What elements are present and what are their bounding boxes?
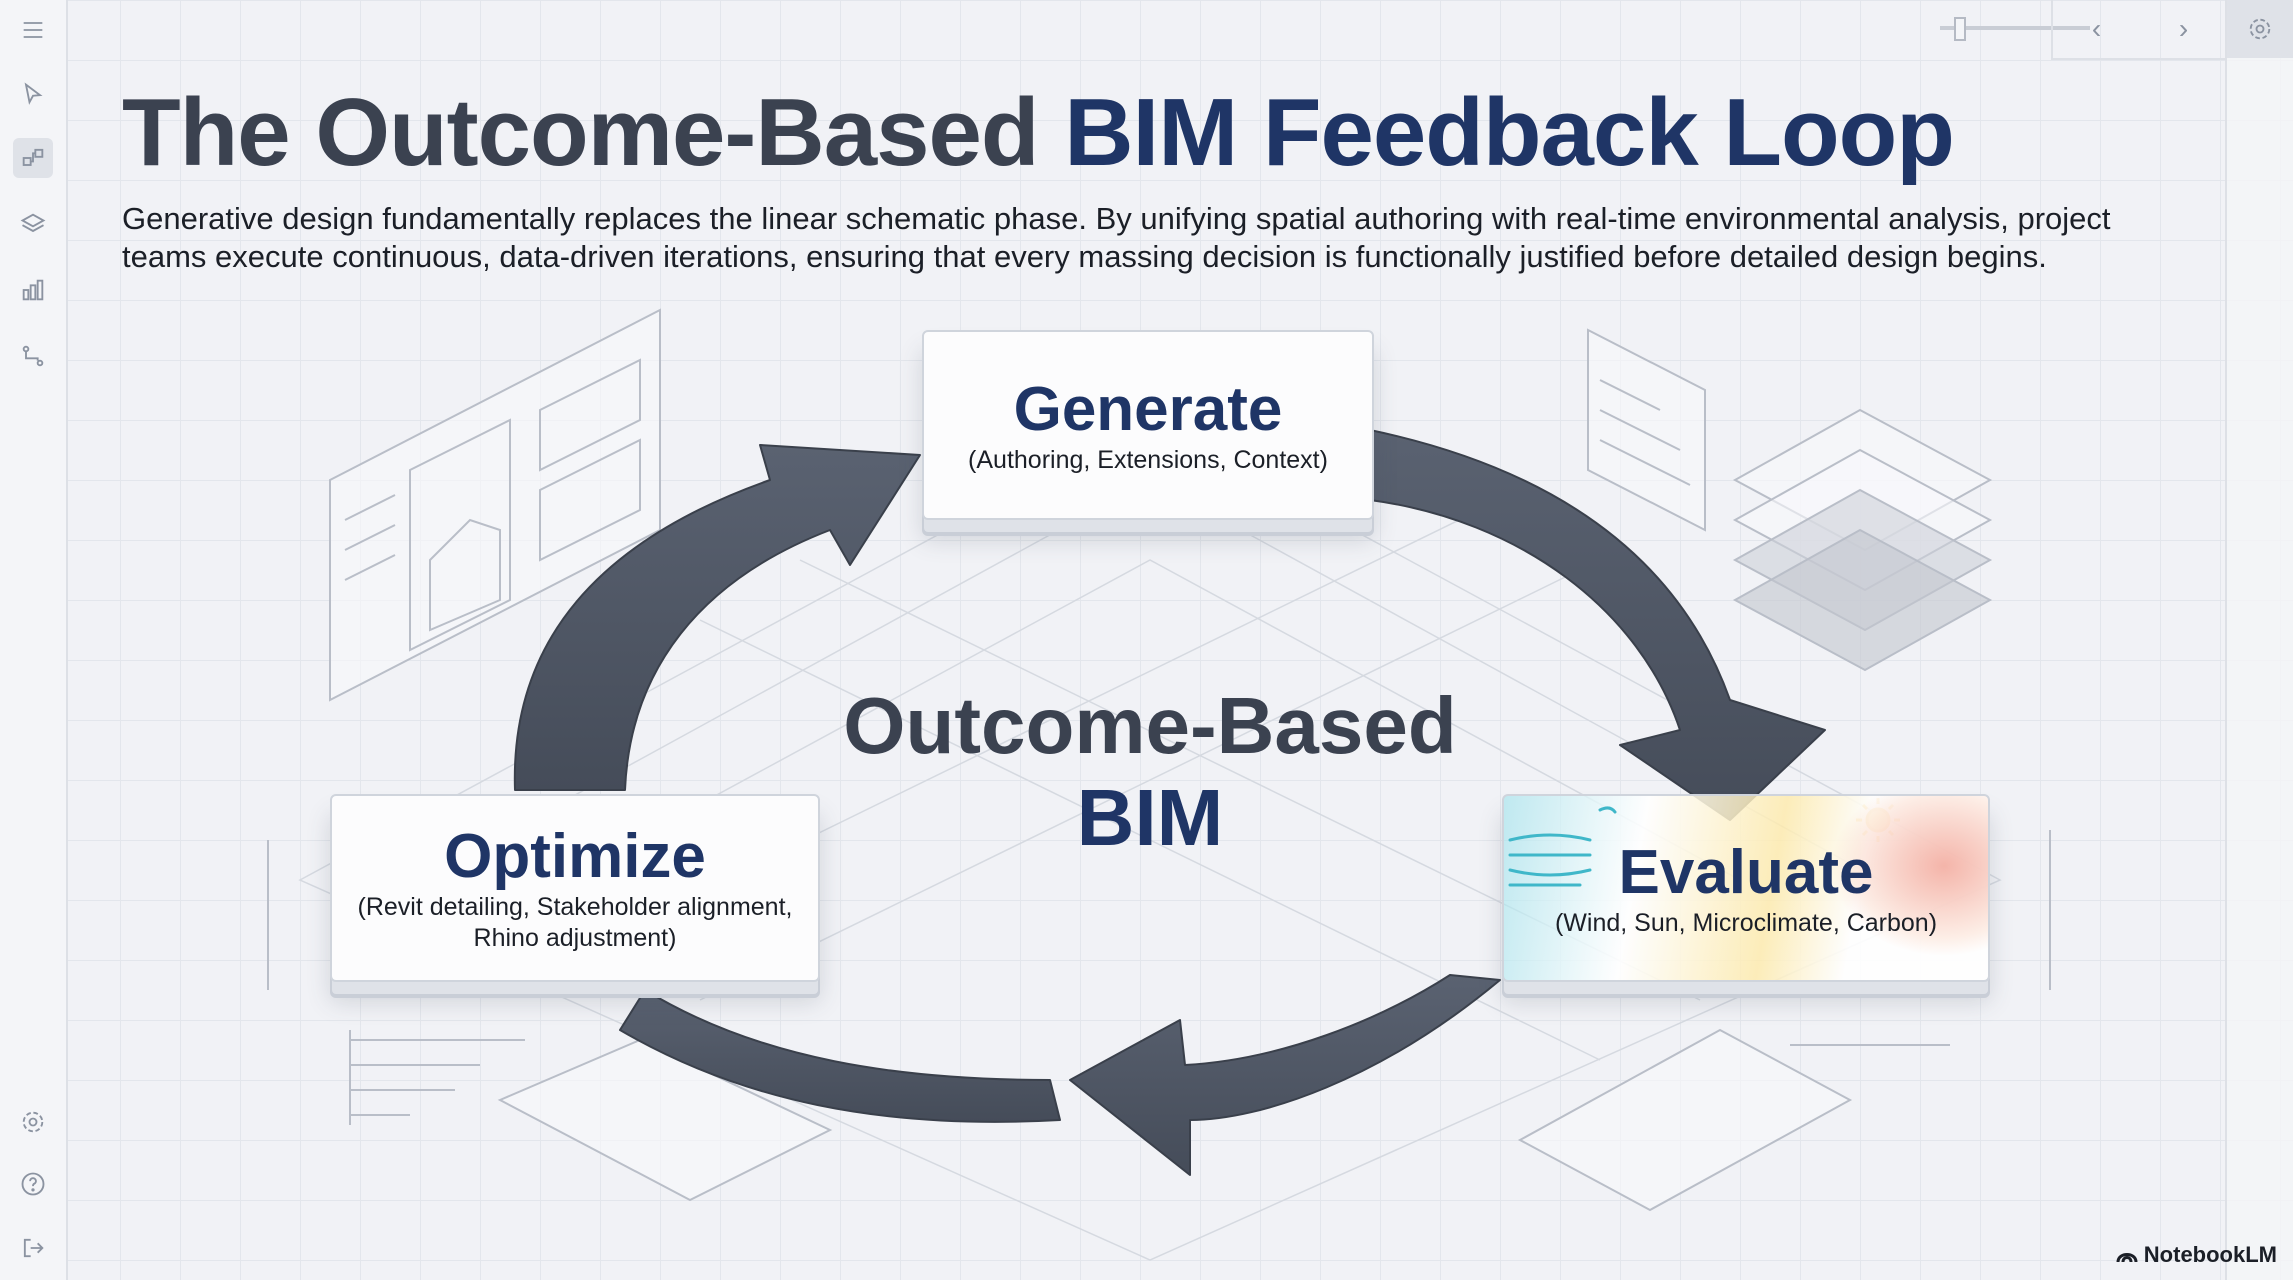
stage-detail-generate: (Authoring, Extensions, Context) — [968, 445, 1328, 474]
navigation-controls: ‹ › — [2051, 0, 2227, 60]
help-icon[interactable] — [13, 1164, 53, 1204]
menu-icon[interactable] — [13, 10, 53, 50]
title-lead: The Outcome-Based — [122, 79, 1040, 186]
layers-icon[interactable] — [13, 204, 53, 244]
bar-chart-icon[interactable] — [13, 270, 53, 310]
wind-icon — [1508, 806, 1617, 887]
chevron-right-icon[interactable]: › — [2178, 13, 2189, 44]
center-label-line1: Outcome-Based — [843, 681, 1457, 770]
connector-icon[interactable] — [13, 138, 53, 178]
arrow-evaluate-to-optimize — [1069, 974, 1501, 1176]
left-toolbar — [0, 0, 68, 1280]
stage-title-generate: Generate — [1013, 374, 1283, 444]
arrow-optimize-to-generate — [513, 444, 921, 791]
brand-name: NotebookLM — [2143, 1242, 2277, 1267]
loop-arrows — [513, 429, 1826, 1176]
center-label: Outcome-Based BIM — [780, 680, 1520, 864]
stage-detail-evaluate: (Wind, Sun, Microclimate, Carbon) — [1554, 908, 1938, 937]
cursor-icon[interactable] — [13, 74, 53, 114]
zoom-slider-knob[interactable] — [1954, 17, 1966, 41]
stage-title-optimize: Optimize — [444, 822, 706, 891]
notebooklm-logo-icon — [2116, 1253, 2138, 1263]
wireframe-panels-left — [329, 308, 661, 702]
stage-detail-optimize-line2: Rhino adjustment) — [473, 924, 677, 952]
chevron-left-icon[interactable]: ‹ — [2091, 13, 2102, 44]
route-icon[interactable] — [13, 336, 53, 376]
stage-card-generate: Generate (Authoring, Extensions, Context… — [922, 330, 1374, 520]
stage-card-evaluate: Evaluate (Wind, Sun, Microclimate, Carbo… — [1502, 794, 1990, 982]
arrow-generate-to-evaluate — [1369, 429, 1826, 821]
center-label-line2: BIM — [1076, 773, 1224, 862]
page-subtitle: Generative design fundamentally replaces… — [122, 201, 2111, 274]
stage-detail-optimize-line1: (Revit detailing, Stakeholder alignment, — [357, 893, 793, 921]
settings-icon[interactable] — [13, 1102, 53, 1142]
wireframe-panels-bottom — [267, 830, 2051, 1212]
stage-card-optimize: Optimize (Revit detailing, Stakeholder a… — [330, 794, 820, 982]
brand-watermark: NotebookLM — [2116, 1242, 2277, 1268]
exit-icon[interactable] — [13, 1228, 53, 1268]
zoom-slider[interactable] — [1940, 17, 2090, 41]
stage-title-evaluate: Evaluate — [1618, 837, 1874, 907]
settings-icon[interactable] — [2227, 0, 2293, 58]
title-accent: BIM Feedback Loop — [1064, 79, 1955, 186]
right-toolbar — [2225, 0, 2293, 1280]
wireframe-panels-right — [1587, 328, 1993, 672]
arrow-optimize-trail — [619, 989, 1061, 1123]
page-title: The Outcome-Based BIM Feedback Loop — [122, 78, 1955, 188]
